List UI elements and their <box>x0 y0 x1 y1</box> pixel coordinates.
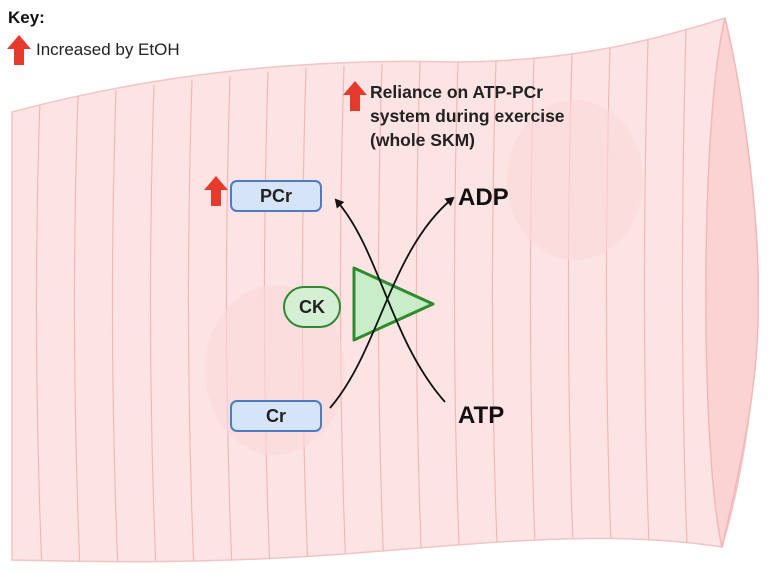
pcr-increase-arrow-icon <box>204 176 228 206</box>
key-legend: Increased by EtOH <box>6 34 180 66</box>
muscle-fiber-end <box>705 17 759 548</box>
nucleus-right <box>507 100 643 260</box>
ck-enzyme: CK <box>283 286 341 328</box>
reliance-increase-arrow-icon <box>343 81 367 111</box>
atp-label: ATP <box>458 402 505 429</box>
arrow-to-adp <box>329 196 455 409</box>
enzyme-triangle <box>352 266 435 342</box>
reliance-annotation: Reliance on ATP-PCr system during exerci… <box>370 82 565 150</box>
adp-label: ADP <box>458 184 509 211</box>
key-title: Key: <box>8 8 45 27</box>
red-up-arrow-icon <box>7 35 31 65</box>
cr-box: Cr <box>230 400 322 432</box>
pcr-box: PCr <box>230 180 322 212</box>
key-legend-label: Increased by EtOH <box>36 40 180 59</box>
arrow-to-pcr <box>334 198 446 403</box>
